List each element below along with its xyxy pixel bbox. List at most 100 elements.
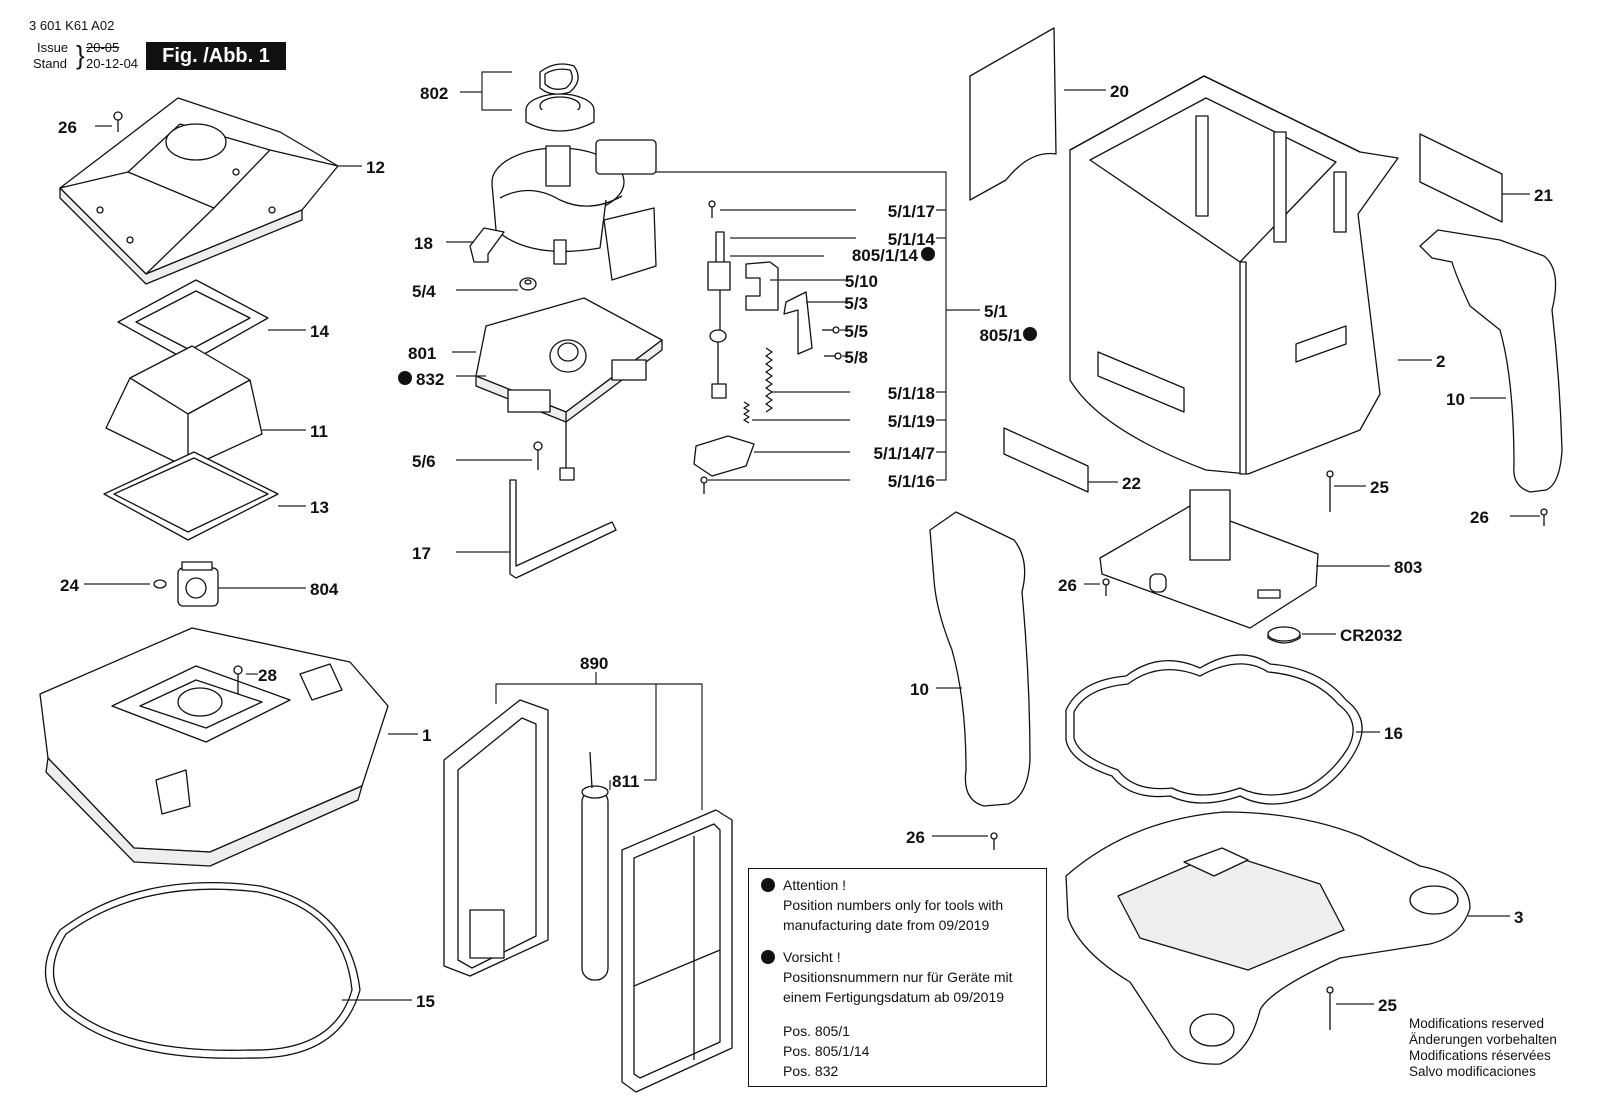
part-clip-18 bbox=[469, 227, 505, 263]
part-screw-26-b bbox=[1540, 508, 1548, 526]
callout-cr2032: CR2032 bbox=[1340, 626, 1402, 645]
callout-5-6: 5/6 bbox=[412, 452, 436, 471]
part-bracket-5-10 bbox=[745, 261, 779, 311]
callout-26: 26 bbox=[58, 118, 77, 137]
callout-890: 890 bbox=[580, 654, 608, 673]
callout-832: 832 bbox=[416, 370, 444, 389]
part-top-cover-12 bbox=[59, 97, 339, 285]
callout-22: 22 bbox=[1122, 474, 1141, 493]
modifications-fr: Modifications réservées bbox=[1409, 1048, 1551, 1063]
part-screw-5-1-17 bbox=[708, 200, 716, 218]
part-plate-5-3 bbox=[783, 291, 813, 355]
callout-18: 18 bbox=[414, 234, 433, 253]
callout-5-10: 5/10 bbox=[845, 272, 878, 291]
part-label-21 bbox=[1419, 133, 1503, 223]
part-pin-24 bbox=[153, 579, 167, 589]
attention-bullets bbox=[398, 247, 1037, 385]
part-frame-14 bbox=[117, 279, 269, 363]
issue-brace: } bbox=[76, 40, 85, 70]
part-screw-25-b bbox=[1326, 986, 1334, 1030]
part-label-20 bbox=[969, 27, 1057, 201]
callout-805-1-14: 805/1/14 bbox=[852, 246, 919, 265]
attention-bullet-icon bbox=[761, 878, 775, 892]
callout-5-4: 5/4 bbox=[412, 282, 436, 301]
part-battery-811 bbox=[581, 751, 609, 981]
callout-26: 26 bbox=[1470, 508, 1489, 527]
callout-14: 14 bbox=[310, 322, 329, 341]
callout-17: 17 bbox=[412, 544, 431, 563]
part-gasket-5-1-14-7 bbox=[693, 435, 755, 477]
attention-title: Attention ! bbox=[783, 877, 847, 893]
callout-12: 12 bbox=[366, 158, 385, 177]
vorsicht-title: Vorsicht ! bbox=[783, 949, 841, 965]
callout-2: 2 bbox=[1436, 352, 1445, 371]
part-gasket-16 bbox=[1065, 654, 1363, 805]
callout-803: 803 bbox=[1394, 558, 1422, 577]
part-window-block-11 bbox=[105, 345, 263, 469]
part-screw-26-c bbox=[1102, 578, 1110, 596]
callout-10: 10 bbox=[910, 680, 929, 699]
figure-label: Fig. /Abb. 1 bbox=[146, 42, 286, 70]
part-motor-unit-5-1 bbox=[491, 139, 657, 281]
callout-1: 1 bbox=[422, 726, 431, 745]
callout-25: 25 bbox=[1370, 478, 1389, 497]
stand-value: 20-12-04 bbox=[86, 56, 139, 71]
callout-5-5: 5/5 bbox=[844, 322, 868, 341]
callout-25: 25 bbox=[1378, 996, 1397, 1015]
part-screw-28 bbox=[233, 665, 243, 694]
part-screw-5-5 bbox=[822, 326, 840, 334]
callout-3: 3 bbox=[1514, 908, 1523, 927]
part-seal-802 bbox=[525, 63, 595, 132]
part-board-801 bbox=[475, 297, 663, 481]
part-pcb-803 bbox=[1099, 489, 1319, 629]
part-main-housing-2 bbox=[1069, 75, 1399, 475]
callout-15: 15 bbox=[416, 992, 435, 1011]
part-rod-5-1-14 bbox=[707, 231, 731, 399]
pos-805-1: Pos. 805/1 bbox=[783, 1023, 850, 1039]
stand-label: Stand bbox=[33, 56, 67, 71]
part-screw-5-1-16 bbox=[700, 476, 708, 494]
callout-5-1: 5/1 bbox=[984, 302, 1008, 321]
callout-811: 811 bbox=[612, 772, 639, 791]
part-screw-26-a bbox=[113, 111, 123, 132]
part-screw-26-d bbox=[990, 832, 998, 850]
vorsicht-text-2: einem Fertigungsdatum ab 09/2019 bbox=[783, 989, 1005, 1005]
callout-21: 21 bbox=[1534, 186, 1553, 205]
part-glass-13 bbox=[103, 451, 279, 541]
part-gasket-16-inner bbox=[1073, 663, 1354, 796]
part-module-804 bbox=[177, 561, 219, 607]
callout-26: 26 bbox=[906, 828, 925, 847]
issue-label: Issue bbox=[37, 40, 69, 55]
part-base-3 bbox=[1065, 811, 1471, 1065]
callout-10: 10 bbox=[1446, 390, 1465, 409]
part-housing-1 bbox=[39, 627, 389, 867]
callout-801: 801 bbox=[408, 344, 436, 363]
modifications-de: Änderungen vorbehalten bbox=[1409, 1032, 1557, 1047]
callout-11: 11 bbox=[310, 422, 328, 441]
modifications-note: Modifications reserved Änderungen vorbeh… bbox=[1409, 1016, 1557, 1080]
part-battery-cover bbox=[621, 809, 733, 1093]
part-label-22 bbox=[1003, 427, 1089, 493]
callout-5-1-17: 5/1/17 bbox=[888, 202, 935, 221]
callout-26: 26 bbox=[1058, 576, 1077, 595]
attention-text-1: Position numbers only for tools with bbox=[783, 897, 1004, 913]
part-handle-10-a bbox=[1419, 229, 1563, 493]
callout-24: 24 bbox=[60, 576, 79, 595]
attention-text-2: manufacturing date from 09/2019 bbox=[783, 917, 990, 933]
callout-20: 20 bbox=[1110, 82, 1129, 101]
vorsicht-bullet-icon bbox=[761, 950, 775, 964]
callout-5-1-18: 5/1/18 bbox=[888, 384, 935, 403]
callout-5-1-19: 5/1/19 bbox=[888, 412, 935, 431]
callout-5-3: 5/3 bbox=[844, 294, 868, 313]
pos-805-1-14: Pos. 805/1/14 bbox=[783, 1043, 870, 1059]
callout-5-1-16: 5/1/16 bbox=[888, 472, 935, 491]
document-number: 3 601 K61 A02 bbox=[29, 18, 115, 33]
part-screw-25-a bbox=[1326, 470, 1334, 512]
pos-832: Pos. 832 bbox=[783, 1063, 839, 1079]
part-coin-cell-cr2032 bbox=[1267, 626, 1301, 644]
part-spring-5-1-18 bbox=[765, 347, 773, 413]
callout-805-1: 805/1 bbox=[979, 326, 1022, 345]
issue-value: 20-05 bbox=[86, 40, 120, 55]
part-gasket-15-inner bbox=[52, 888, 353, 1051]
